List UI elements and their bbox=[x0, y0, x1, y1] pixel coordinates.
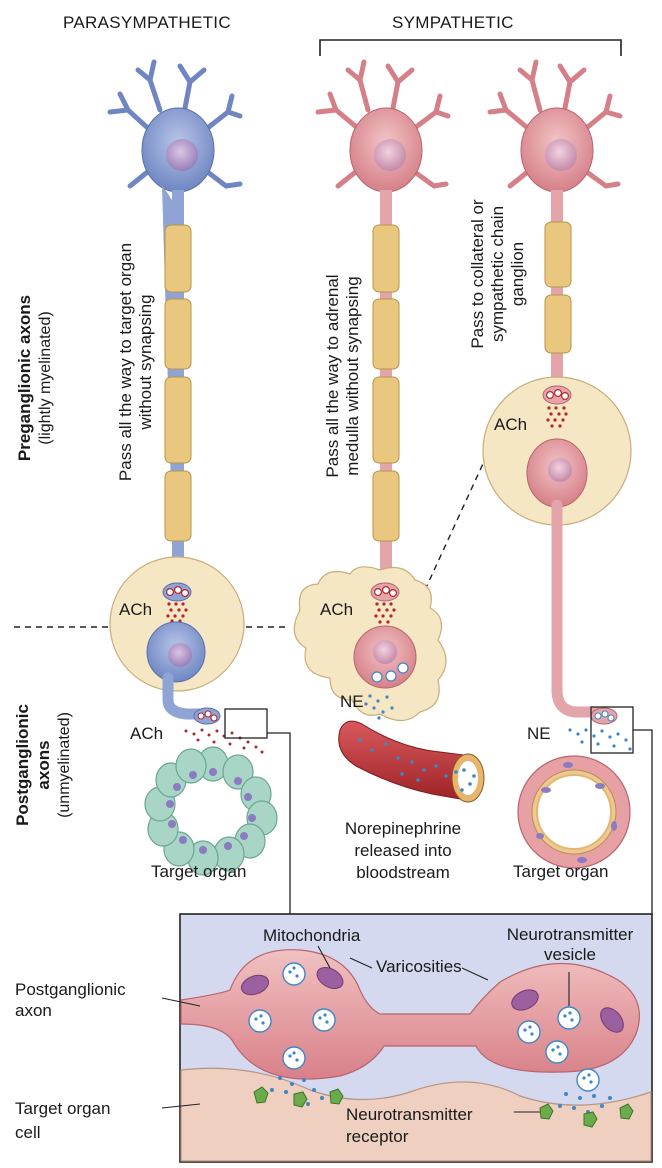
myelin-sheaths bbox=[164, 221, 572, 542]
adrenal-synapse bbox=[353, 582, 417, 720]
vesicle-label-1: Neurotransmitter bbox=[506, 925, 634, 944]
target-organ-left-label: Target organ bbox=[151, 862, 247, 881]
chain-axon-note-1: Pass to collateral or bbox=[468, 199, 487, 349]
postganglionic-side-label: Postganglionic axons (unmyelinated) bbox=[12, 650, 75, 880]
sympathetic-header: SYMPATHETIC bbox=[392, 13, 514, 32]
inset-callout-right bbox=[633, 729, 653, 914]
parasympathetic-axon-note-2: without synapsing bbox=[136, 294, 155, 430]
preganglionic-subtitle: (lightly myelinated) bbox=[37, 311, 54, 445]
receptor-label-1: Neurotransmitter bbox=[346, 1105, 473, 1124]
blood-vessel bbox=[338, 720, 485, 803]
target-organ-right-label: Target organ bbox=[513, 862, 609, 881]
ach-parasympathetic-ganglion-label: ACh bbox=[119, 600, 153, 619]
ach-adrenal-label: ACh bbox=[320, 600, 354, 619]
chain-axon-note-2: sympathetic chain bbox=[488, 205, 507, 343]
preganglionic-side-label: Preganglionic axons (lightly myelinated) bbox=[14, 258, 56, 498]
parasympathetic-axon-note-1: Pass all the way to target organ bbox=[116, 242, 135, 482]
ach-chain-ganglion-label: ACh bbox=[494, 415, 528, 434]
bloodstream-label-1: Norepinephrine bbox=[344, 819, 462, 838]
inset-axon-label-1: Postganglionic bbox=[15, 980, 126, 999]
adrenal-axon-note-1: Pass all the way to adrenal bbox=[323, 274, 342, 478]
sympathetic-bracket bbox=[319, 39, 622, 56]
parasympathetic-synapse bbox=[146, 582, 268, 754]
norepinephrine-bloodstream-label: Norepinephrine released into bloodstream bbox=[328, 818, 478, 884]
target-cell-label-1: Target organ bbox=[15, 1099, 111, 1118]
ne-arteriole-label: NE bbox=[527, 724, 551, 743]
chain-axon-note-3: ganglion bbox=[508, 241, 527, 307]
neurotransmitter-vesicle-label: Neurotransmitter vesicle bbox=[500, 925, 640, 965]
mitochondria-label: Mitochondria bbox=[263, 926, 361, 945]
inset-axon-label-2: axon bbox=[15, 1001, 52, 1020]
chain-axon-note: Pass to collateral or sympathetic chain … bbox=[468, 159, 528, 389]
target-organ-cell bbox=[180, 1067, 652, 1162]
preganglionic-title: Preganglionic axons bbox=[15, 294, 34, 462]
nucleus bbox=[166, 139, 198, 171]
inset-target-cell-label: Target organ cell bbox=[15, 1097, 110, 1145]
gland-target-organ bbox=[144, 746, 278, 876]
receptor-label-2: receptor bbox=[346, 1127, 409, 1146]
arteriole-target-organ bbox=[517, 755, 631, 869]
inset-callout-left bbox=[267, 732, 291, 914]
ne-adrenal-label: NE bbox=[340, 692, 364, 711]
ganglion-connector bbox=[424, 454, 488, 591]
postganglionic-subtitle: (unmyelinated) bbox=[56, 712, 73, 818]
varicosities-label: Varicosities bbox=[376, 957, 462, 976]
parasympathetic-axon-note: Pass all the way to target organ without… bbox=[116, 202, 156, 522]
inset-axon-label: Postganglionic axon bbox=[15, 979, 126, 1021]
bloodstream-label-3: bloodstream bbox=[356, 863, 450, 882]
receptors bbox=[253, 1086, 634, 1128]
bloodstream-label-2: released into bbox=[354, 841, 452, 860]
sympathetic-chain-preganglionic-neuron bbox=[487, 59, 623, 390]
vesicle-label-2: vesicle bbox=[544, 945, 596, 964]
postganglionic-title-1: Postganglionic bbox=[13, 704, 32, 826]
postganglionic-title-2: axons bbox=[34, 740, 53, 790]
target-cell-label-2: cell bbox=[15, 1123, 41, 1142]
neurotransmitter-receptor-label: Neurotransmitter receptor bbox=[346, 1104, 473, 1148]
ach-parasympathetic-target-label: ACh bbox=[130, 724, 164, 743]
parasympathetic-header: PARASYMPATHETIC bbox=[63, 13, 231, 32]
adrenal-axon-note-2: medulla without synapsing bbox=[343, 276, 362, 476]
adrenal-axon-note: Pass all the way to adrenal medulla with… bbox=[323, 216, 363, 536]
varicosity-inset bbox=[161, 913, 653, 1163]
